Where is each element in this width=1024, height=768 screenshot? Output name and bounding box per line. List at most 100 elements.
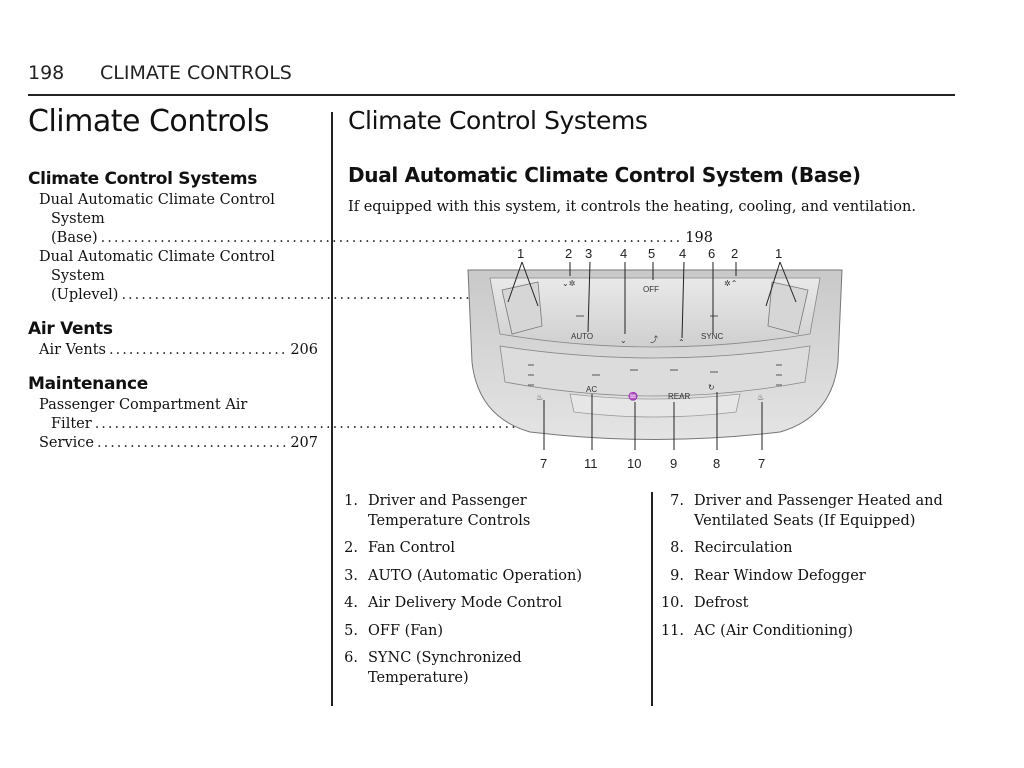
legend-text: Recirculation [694, 540, 793, 556]
legend-number: 3. [344, 567, 358, 584]
legend-text: Defrost [694, 595, 749, 611]
toc-page-number: 207 [290, 435, 318, 451]
legend-item: 1. Driver and Passenger Temperature Contr… [328, 492, 640, 531]
toc-entry-line2: System (Base) [51, 211, 105, 246]
callout-number: 7 [758, 456, 765, 471]
intro-paragraph: If equipped with this system, it control… [348, 199, 916, 215]
toc-heading: Air Vents [28, 319, 113, 339]
toc-entry-line2: System (Uplevel) [51, 268, 119, 303]
running-header: 198 CLIMATE CONTROLS [28, 62, 955, 96]
legend-text: Air Delivery Mode Control [368, 595, 562, 611]
legend-item: 11.AC (Air Conditioning) [654, 622, 964, 642]
callout-number: 5 [648, 246, 655, 261]
mode-up-icon: ⌃ [678, 338, 685, 347]
chapter-toc: Climate Controls Climate Control Systems… [28, 104, 734, 453]
chapter-title: Climate Controls [28, 104, 270, 139]
left-seat-icon: ♨ [536, 393, 543, 402]
column-divider [331, 112, 333, 706]
legend-text: OFF (Fan) [368, 622, 443, 639]
defrost-icon: ♒ [628, 391, 638, 401]
right-seat-icon: ♨ [757, 393, 764, 402]
fan-up-icon: ✲⌃ [724, 279, 737, 288]
legend-item: 8. Recirculation [654, 539, 964, 559]
toc-page-number: 198 [685, 230, 713, 246]
climate-panel-figure: ⌄✲ ✲⌃ OFF AUTO ⌄ ⤴ ⌃ SYNC ♨ AC ♒ REAR ↻ … [460, 242, 850, 476]
legend-number: 8. [670, 540, 684, 556]
sync-button-label: SYNC [701, 332, 723, 341]
legend-item: 5. OFF (Fan) [328, 622, 640, 642]
toc-heading: Climate Control Systems [28, 169, 258, 189]
toc-entry-line1: Dual Automatic Climate Control [39, 249, 275, 265]
legend-item: 7. Driver and Passenger Heated and Ventil… [654, 492, 964, 531]
climate-panel-illustration: ⌄✲ ✲⌃ OFF AUTO ⌄ ⤴ ⌃ SYNC ♨ AC ♒ REAR ↻ … [467, 246, 843, 471]
legend-number: 7. [670, 493, 684, 509]
legend-text: Rear Window Defogger [694, 567, 866, 584]
legend-item: 9. Rear Window Defogger [654, 567, 964, 587]
callout-number: 9 [670, 456, 677, 471]
callout-number: 3 [585, 246, 592, 261]
left-temp-control [501, 281, 543, 335]
legend-number: 1. [344, 493, 358, 509]
callout-number: 1 [517, 246, 524, 261]
toc-entry-service[interactable]: Service 207 [28, 434, 318, 453]
callout-number: 2 [731, 246, 738, 261]
panel-bottom-strip [569, 393, 741, 418]
subsection-title: Dual Automatic Climate Control System (B… [348, 163, 861, 187]
toc-entry-base-system[interactable]: Dual Automatic Climate Control System (B… [28, 191, 713, 248]
callout-number: 6 [708, 246, 715, 261]
legend-text: AUTO (Automatic Operation) [368, 567, 582, 584]
bottom-leader-lines [543, 392, 763, 450]
legend-number: 9. [670, 567, 684, 584]
legend-item: 2.Fan Control [328, 539, 640, 559]
toc-entry-air-filter[interactable]: Passenger Compartment Air Filter207 [28, 396, 707, 434]
panel-lower-band [499, 345, 811, 397]
legend-number: 4. [344, 595, 358, 611]
off-button-label: OFF [643, 285, 659, 294]
callout-number: 2 [565, 246, 572, 261]
legend-number: 5. [344, 622, 358, 639]
top-leader-lines [507, 261, 797, 339]
fan-down-icon: ⌄✲ [562, 279, 576, 288]
panel-upper-band [489, 277, 821, 348]
callout-number: 8 [713, 456, 720, 471]
toc-entry-line2: Air Vents [39, 342, 106, 358]
callout-legend-left: 1. Driver and Passenger Temperature Contr… [328, 492, 640, 696]
toc-entry-line1: Passenger Compartment Air [39, 397, 248, 413]
toc-entry-uplevel-system[interactable]: Dual Automatic Climate Control System (U… [28, 248, 734, 305]
recirculation-icon: ↻ [708, 383, 715, 392]
legend-text: Driver and Passenger Temperature Control… [368, 493, 531, 529]
toc-entry-line2: Service [39, 435, 94, 451]
legend-text: SYNC (Synchronized Temperature) [368, 650, 522, 686]
toc-entry-line2: Filter [51, 416, 92, 432]
callout-number: 4 [620, 246, 627, 261]
page-number: 198 [28, 62, 65, 84]
callout-number: 1 [775, 246, 782, 261]
rear-defog-label: REAR [668, 392, 690, 401]
toc-entry-line1: Dual Automatic Climate Control [39, 192, 275, 208]
indicator-dashes [528, 315, 782, 386]
legend-number: 2. [344, 540, 358, 556]
toc-page-number: 206 [290, 342, 318, 358]
legend-text: AC (Air Conditioning) [694, 622, 854, 639]
main-content: Climate Control Systems Dual Automatic C… [348, 106, 958, 215]
legend-text: Driver and Passenger Heated and Ventilat… [694, 493, 943, 529]
legend-item: 6. SYNC (Synchronized Temperature) [328, 649, 640, 688]
auto-button-label: AUTO [571, 332, 593, 341]
legend-number: 10. [660, 595, 684, 611]
section-title: Climate Control Systems [348, 106, 648, 135]
legend-item: 4. Air Delivery Mode Control [328, 594, 640, 614]
running-section-title: CLIMATE CONTROLS [100, 62, 292, 84]
toc-heading: Maintenance [28, 374, 148, 394]
toc-entry-air-vents[interactable]: Air Vents 206 [28, 341, 318, 360]
legend-item: 10. Defrost [654, 594, 964, 614]
legend-number: 6. [344, 650, 358, 666]
callout-legend-right: 7. Driver and Passenger Heated and Ventil… [654, 492, 964, 649]
callout-number: 10 [627, 456, 641, 471]
legend-item: 3. AUTO (Automatic Operation) [328, 567, 640, 587]
legend-divider [651, 492, 653, 706]
callout-number: 11 [584, 456, 598, 471]
toc-group-maintenance: Maintenance Passenger Compartment Air Fi… [28, 374, 707, 453]
right-temp-control [767, 281, 809, 335]
toc-group-climate-control-systems: Climate Control Systems Dual Automatic C… [28, 169, 734, 305]
mode-down-icon: ⌄ [620, 336, 627, 345]
